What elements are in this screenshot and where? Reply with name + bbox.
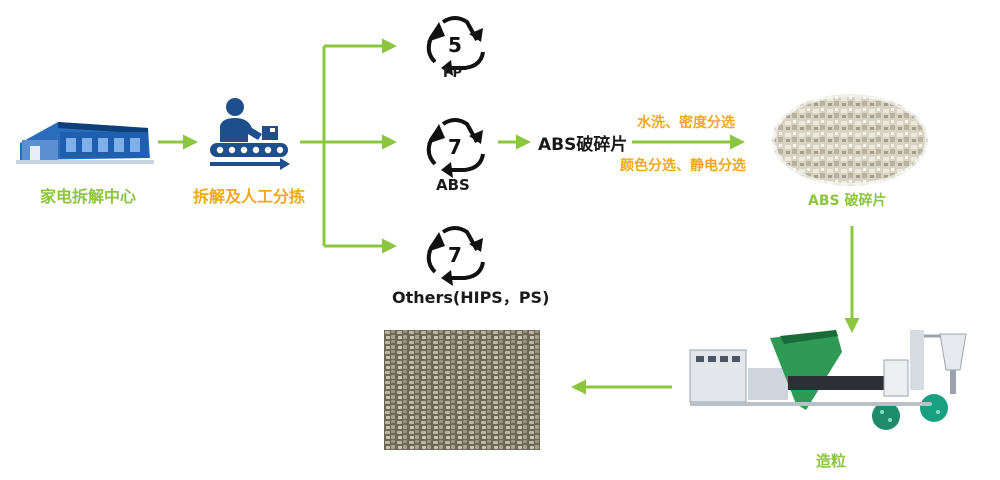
pelletizing-machine-icon [689,330,967,430]
abs-code: 7 [448,135,462,159]
pp-code: 5 [448,33,462,57]
step-wash-label: 水洗、密度分选 [637,115,735,131]
flow-arrows [158,38,860,395]
others-label: Others(HIPS，PS) [392,288,550,307]
sorting-label: 拆解及人工分拣 [193,187,306,206]
plastic-flakes-photo [769,91,931,189]
abs-flake-text: ABS破碎片 [538,135,628,155]
pp-label: PP [443,66,463,81]
conveyor-worker-icon [210,98,290,170]
plastic-pellets-photo [384,330,540,450]
center-label: 家电拆解中心 [40,187,137,206]
step-color-label: 颜色分选、静电分选 [620,158,746,174]
pelletizing-label: 造粒 [816,452,847,470]
abs-flake-photo-label: ABS 破碎片 [808,193,887,209]
others-code: 7 [448,243,462,267]
warehouse-icon [16,122,154,164]
abs-label: ABS [436,176,470,194]
